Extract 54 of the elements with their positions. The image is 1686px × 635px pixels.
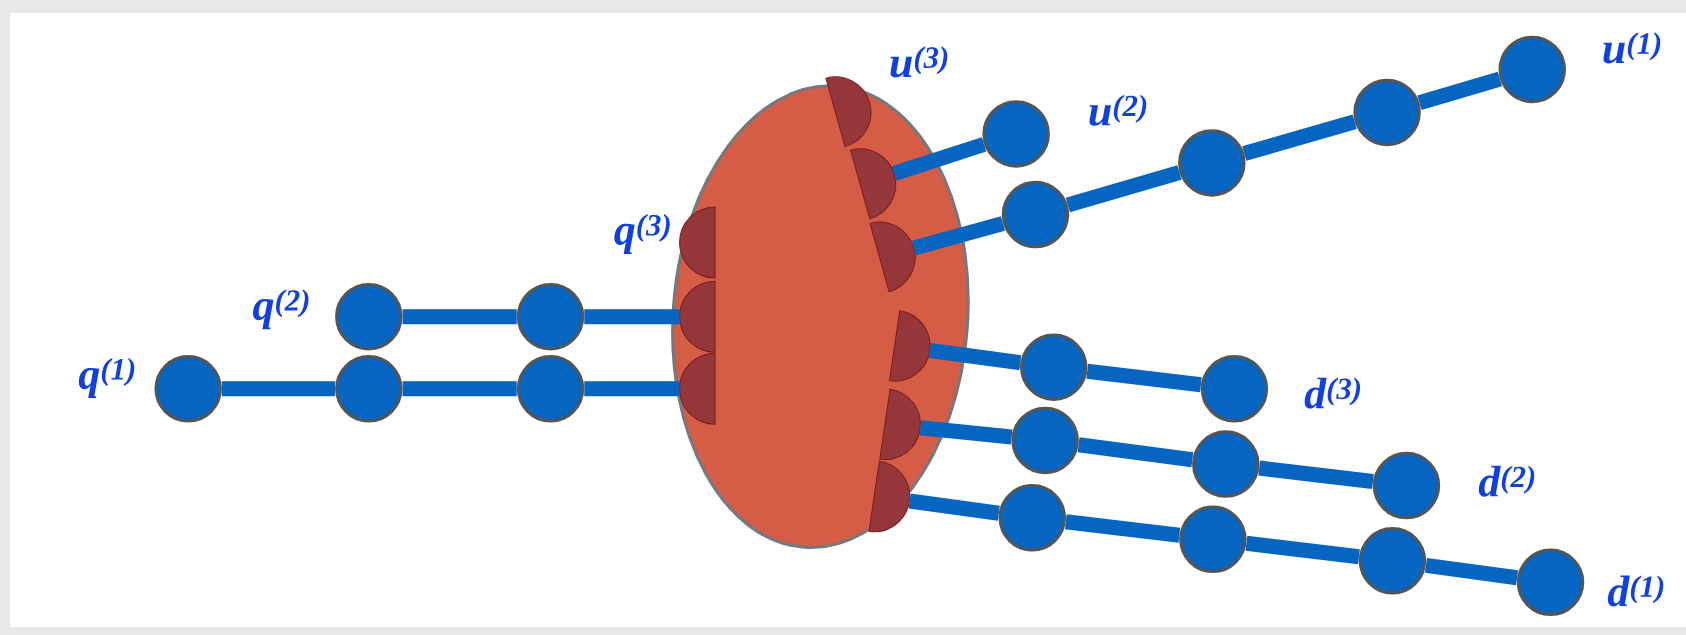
semicircle	[879, 388, 921, 461]
connector-line	[919, 420, 1013, 445]
node-label: u$^{(1)}$	[1603, 32, 1661, 64]
circle	[1020, 333, 1088, 401]
circle	[1200, 355, 1269, 423]
semicircle	[850, 148, 897, 220]
connector-line	[1424, 557, 1519, 586]
node-label: q$^{(2)}$	[253, 289, 309, 330]
circle	[1358, 527, 1427, 595]
circle	[1353, 78, 1421, 147]
connector-line	[1242, 114, 1357, 161]
semicircle	[868, 460, 911, 533]
circle	[1192, 430, 1260, 498]
node-label: q$^{(1)}$	[78, 358, 135, 398]
circle	[154, 355, 222, 423]
semicircle	[679, 206, 716, 279]
node-label: d$^{(1)}$	[1607, 575, 1664, 607]
circle	[516, 355, 585, 423]
semicircle	[825, 76, 872, 148]
circle	[1178, 129, 1246, 197]
node-label: u$^{(2)}$	[1089, 94, 1147, 126]
circle	[982, 100, 1050, 168]
circle	[335, 282, 403, 351]
circle	[516, 282, 585, 351]
connector-line	[1086, 363, 1202, 393]
circle	[335, 355, 403, 423]
circle	[1179, 505, 1247, 574]
semicircle	[869, 221, 916, 293]
semicircle	[679, 280, 716, 353]
connector-line	[1065, 165, 1182, 213]
circle	[1516, 548, 1585, 617]
connector-line	[1245, 535, 1360, 565]
semicircle	[679, 352, 716, 425]
connector-line	[908, 493, 1000, 521]
circle	[1001, 180, 1070, 249]
node-label: d$^{(2)}$	[1478, 465, 1535, 497]
connector-line	[1258, 460, 1374, 490]
connector-line	[1417, 71, 1503, 111]
connector-line	[402, 381, 517, 397]
connector-line	[911, 216, 1005, 256]
connector-line	[584, 381, 680, 397]
connector-line	[1064, 514, 1181, 543]
connector-line	[1077, 437, 1194, 468]
circle	[998, 484, 1066, 552]
connector-line	[402, 309, 517, 325]
connector-line	[584, 309, 680, 325]
node-label: d$^{(3)}$	[1304, 377, 1361, 409]
circle	[1372, 451, 1441, 520]
node-label: u$^{(3)}$	[890, 46, 948, 78]
circle	[1498, 35, 1566, 104]
semicircle	[889, 310, 931, 382]
node-label: q$^{(3)}$	[614, 213, 670, 254]
connector-line	[221, 381, 336, 397]
circle	[1011, 406, 1079, 475]
